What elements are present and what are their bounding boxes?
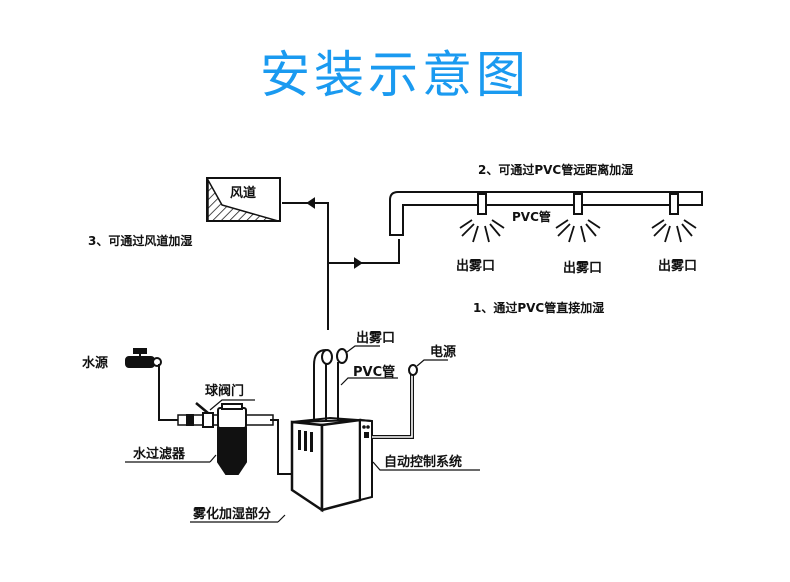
power-label: 电源 — [430, 344, 456, 360]
unit-mist-outlet-label: 出雾口 — [356, 330, 395, 346]
air-duct: 风道 — [206, 177, 281, 222]
nozzle-2 — [555, 193, 601, 243]
nozzle-3 — [651, 193, 697, 243]
mist-outlet-label-3: 出雾口 — [658, 258, 697, 274]
method-1-label: 1、通过PVC管直接加湿 — [473, 300, 604, 315]
pvc-pipe-label: PVC管 — [512, 209, 551, 224]
duct-label: 风道 — [230, 185, 256, 201]
atomizing-part-label: 雾化加湿部分 — [192, 506, 271, 522]
humidifier-unit — [290, 416, 373, 513]
arrow-left-icon — [306, 197, 315, 209]
ball-valve-label: 球阀门 — [205, 383, 244, 399]
method-2-label: 2、可通过PVC管远距离加湿 — [478, 162, 633, 177]
unit-outlet-pipes — [313, 345, 398, 420]
pvc-distribution-pipe — [389, 191, 703, 236]
unit-pvc-pipe-label: PVC管 — [353, 364, 395, 380]
nozzle-1 — [459, 193, 505, 243]
mist-outlet-label-2: 出雾口 — [563, 260, 602, 276]
water-filter-label: 水过滤器 — [133, 446, 186, 462]
water-filter — [217, 403, 247, 475]
page-title: 安装示意图 — [260, 46, 530, 104]
arrow-right-icon — [354, 257, 363, 269]
auto-control-label: 自动控制系统 — [384, 454, 462, 470]
main-pipe — [282, 197, 400, 330]
mist-outlet-label-1: 出雾口 — [456, 258, 495, 274]
power-cable — [372, 359, 448, 439]
method-3-label: 3、可通过风道加湿 — [88, 233, 192, 248]
water-source-label: 水源 — [82, 355, 108, 371]
water-tap — [125, 348, 162, 368]
